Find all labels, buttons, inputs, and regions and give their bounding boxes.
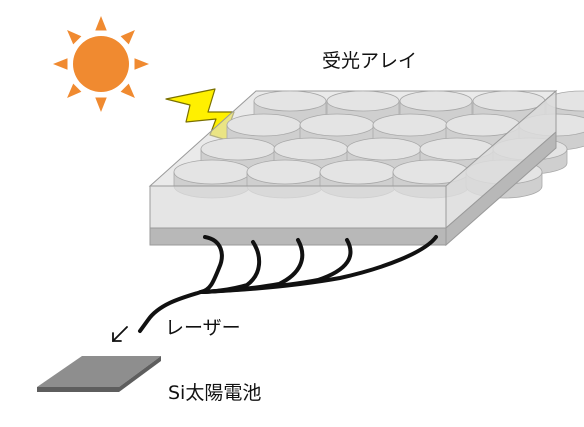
down-left-arrow-icon (112, 326, 128, 342)
sun-ray (67, 83, 82, 98)
sun-ray (95, 16, 107, 31)
sun-icon (53, 16, 149, 112)
sun-ray (120, 83, 135, 98)
cell-top-face (37, 356, 161, 387)
sun-ray (95, 97, 107, 112)
solar-cell-label: Si太陽電池 (168, 382, 261, 404)
array-label: 受光アレイ (322, 50, 417, 72)
sun-ray (134, 58, 149, 70)
cell-side-face (119, 356, 161, 392)
fiber-cables (138, 235, 438, 333)
receiver-array (148, 89, 584, 247)
si-solar-cell (37, 356, 161, 392)
cell-front-face (37, 387, 119, 392)
laser-label: レーザー (165, 317, 241, 339)
sun-ray (53, 58, 68, 70)
array-front-face (149, 185, 447, 229)
sun-ray (120, 30, 135, 45)
sun-ray (67, 30, 82, 45)
array-base-strip-side (445, 130, 557, 247)
